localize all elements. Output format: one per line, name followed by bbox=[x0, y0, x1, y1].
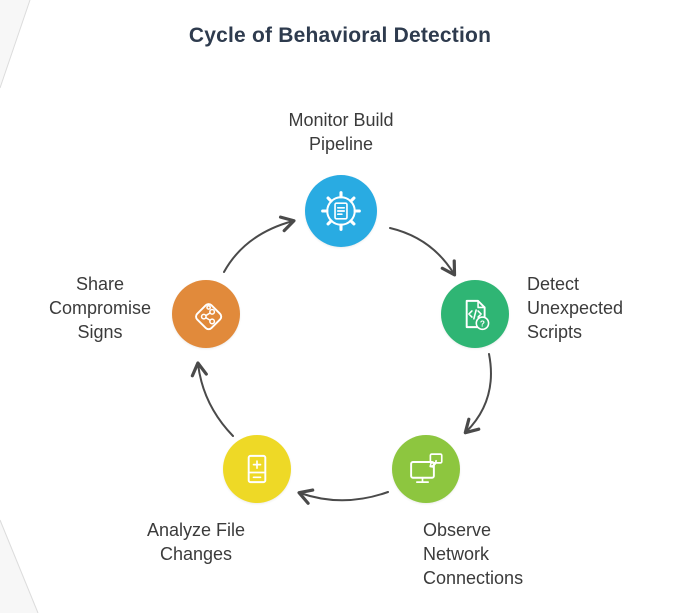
file-diff-icon bbox=[247, 454, 267, 484]
node-detect-unexpected-scripts: ? bbox=[441, 280, 509, 348]
node-analyze-file-changes bbox=[223, 435, 291, 503]
arrow-monitor-to-detect bbox=[389, 227, 457, 277]
node-observe-network-connections bbox=[392, 435, 460, 503]
monitor-sync-icon bbox=[410, 453, 443, 483]
node-share-compromise-signs bbox=[172, 280, 240, 348]
arrow-observe-to-analyze bbox=[297, 488, 389, 505]
label-monitor-build-pipeline: Monitor Build Pipeline bbox=[288, 110, 394, 154]
diagram-title: Cycle of Behavioral Detection bbox=[188, 24, 492, 47]
arrow-detect-to-observe bbox=[463, 353, 492, 435]
gear-checklist-icon bbox=[321, 191, 361, 231]
arrow-analyze-to-share bbox=[190, 361, 234, 437]
tag-share-icon bbox=[195, 303, 223, 331]
script-question-icon: ? bbox=[465, 299, 490, 331]
label-observe-network-connections: Observe Network Connections bbox=[423, 520, 524, 588]
arrow-share-to-monitor bbox=[223, 215, 296, 273]
label-share-compromise-signs: Share Compromise Signs bbox=[48, 274, 152, 342]
svg-text:?: ? bbox=[480, 318, 485, 328]
label-detect-unexpected-scripts: Detect Unexpected Scripts bbox=[527, 274, 624, 342]
node-monitor-build-pipeline bbox=[305, 175, 377, 247]
label-analyze-file-changes: Analyze File Changes bbox=[146, 520, 246, 564]
